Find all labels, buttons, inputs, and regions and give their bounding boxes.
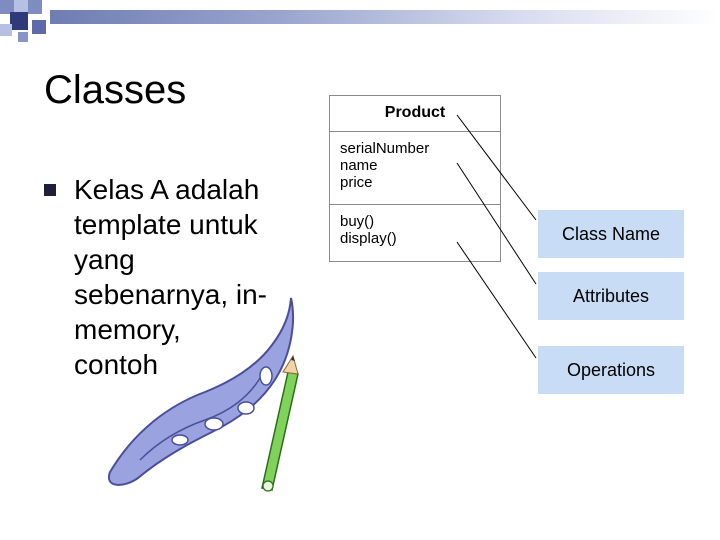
operations-label: Operations [538, 346, 684, 394]
connector-operations [457, 242, 536, 358]
attributes-label: Attributes [538, 272, 684, 320]
connector-class-name [457, 115, 536, 220]
connector-attributes [457, 163, 536, 284]
class-name-label: Class Name [538, 210, 684, 258]
